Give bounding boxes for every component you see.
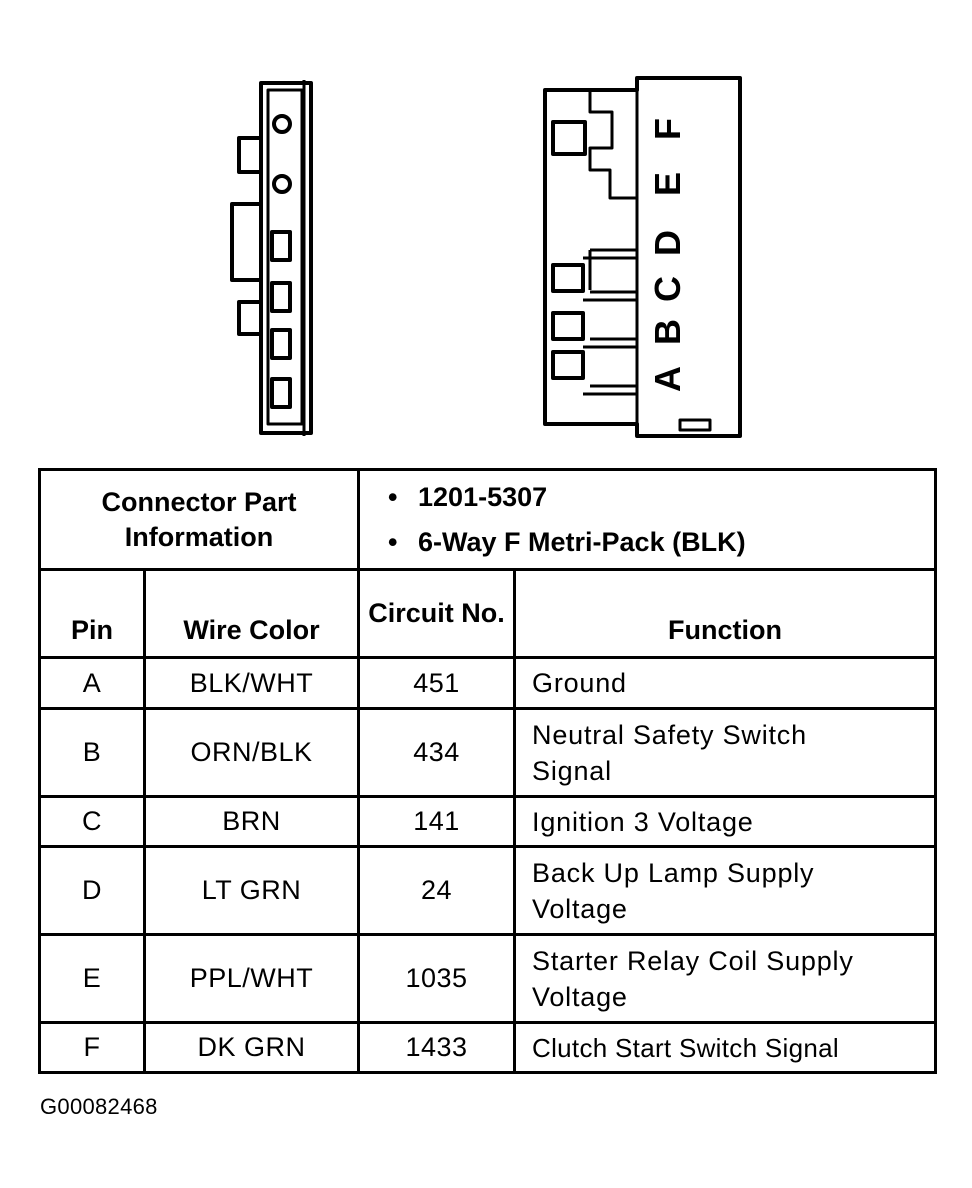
function-cell: Back Up Lamp Supply Voltage xyxy=(513,845,938,936)
header-function: Function xyxy=(513,568,938,659)
connector-description: 6-Way F Metri-Pack (BLK) xyxy=(388,525,934,560)
face-label-c: C xyxy=(647,276,688,302)
circuit-cell: 1035 xyxy=(357,933,517,1024)
function-cell: Clutch Start Switch Signal xyxy=(513,1021,938,1074)
pin-cell: E xyxy=(38,933,146,1024)
table-row: C BRN 141 Ignition 3 Voltage xyxy=(38,795,938,848)
connector-drawings: A B C D E F xyxy=(230,76,742,438)
table-row: D LT GRN 24 Back Up Lamp Supply Voltage xyxy=(38,845,938,936)
circuit-cell: 434 xyxy=(357,707,517,798)
wire-color-cell: BRN xyxy=(142,795,361,848)
wire-color-cell: ORN/BLK xyxy=(142,707,361,798)
header-pin: Pin xyxy=(38,568,146,659)
connector-table: Connector Part Information 1201-5307 6-W… xyxy=(37,468,938,1074)
header-wire-color: Wire Color xyxy=(142,568,361,659)
table-row: F DK GRN 1433 Clutch Start Switch Signal xyxy=(38,1021,938,1074)
connector-info-title: Connector Part Information xyxy=(37,468,361,571)
connector-face-view xyxy=(543,76,742,438)
function-cell: Neutral Safety Switch Signal xyxy=(513,707,938,798)
face-label-b: B xyxy=(647,319,688,345)
function-cell: Ignition 3 Voltage xyxy=(513,795,938,848)
face-label-f: F xyxy=(647,118,688,140)
table-row: E PPL/WHT 1035 Starter Relay Coil Supply… xyxy=(38,933,938,1024)
table-row: A BLK/WHT 451 Ground xyxy=(38,656,938,710)
face-label-d: D xyxy=(647,230,688,256)
wire-color-cell: DK GRN xyxy=(142,1021,361,1074)
circuit-cell: 1433 xyxy=(357,1021,517,1074)
header-circuit-no: Circuit No. xyxy=(357,568,517,659)
figure-id: G00082468 xyxy=(40,1094,158,1119)
circuit-cell: 451 xyxy=(357,656,517,710)
face-label-a: A xyxy=(647,366,688,392)
pin-cell: B xyxy=(38,707,146,798)
connector-info-list: 1201-5307 6-Way F Metri-Pack (BLK) xyxy=(357,468,938,571)
pin-cell: D xyxy=(38,845,146,936)
function-cell: Ground xyxy=(513,656,938,710)
pin-cell: C xyxy=(38,795,146,848)
wire-color-cell: LT GRN xyxy=(142,845,361,936)
wire-color-cell: BLK/WHT xyxy=(142,656,361,710)
circuit-cell: 141 xyxy=(357,795,517,848)
pin-cell: A xyxy=(38,656,146,710)
face-label-e: E xyxy=(647,172,688,196)
function-cell: Starter Relay Coil Supply Voltage xyxy=(513,933,938,1024)
pin-cell: F xyxy=(38,1021,146,1074)
table-row: B ORN/BLK 434 Neutral Safety Switch Sign… xyxy=(38,707,938,798)
connector-side-view xyxy=(230,80,313,436)
circuit-cell: 24 xyxy=(357,845,517,936)
connector-part-number: 1201-5307 xyxy=(388,480,934,515)
wire-color-cell: PPL/WHT xyxy=(142,933,361,1024)
